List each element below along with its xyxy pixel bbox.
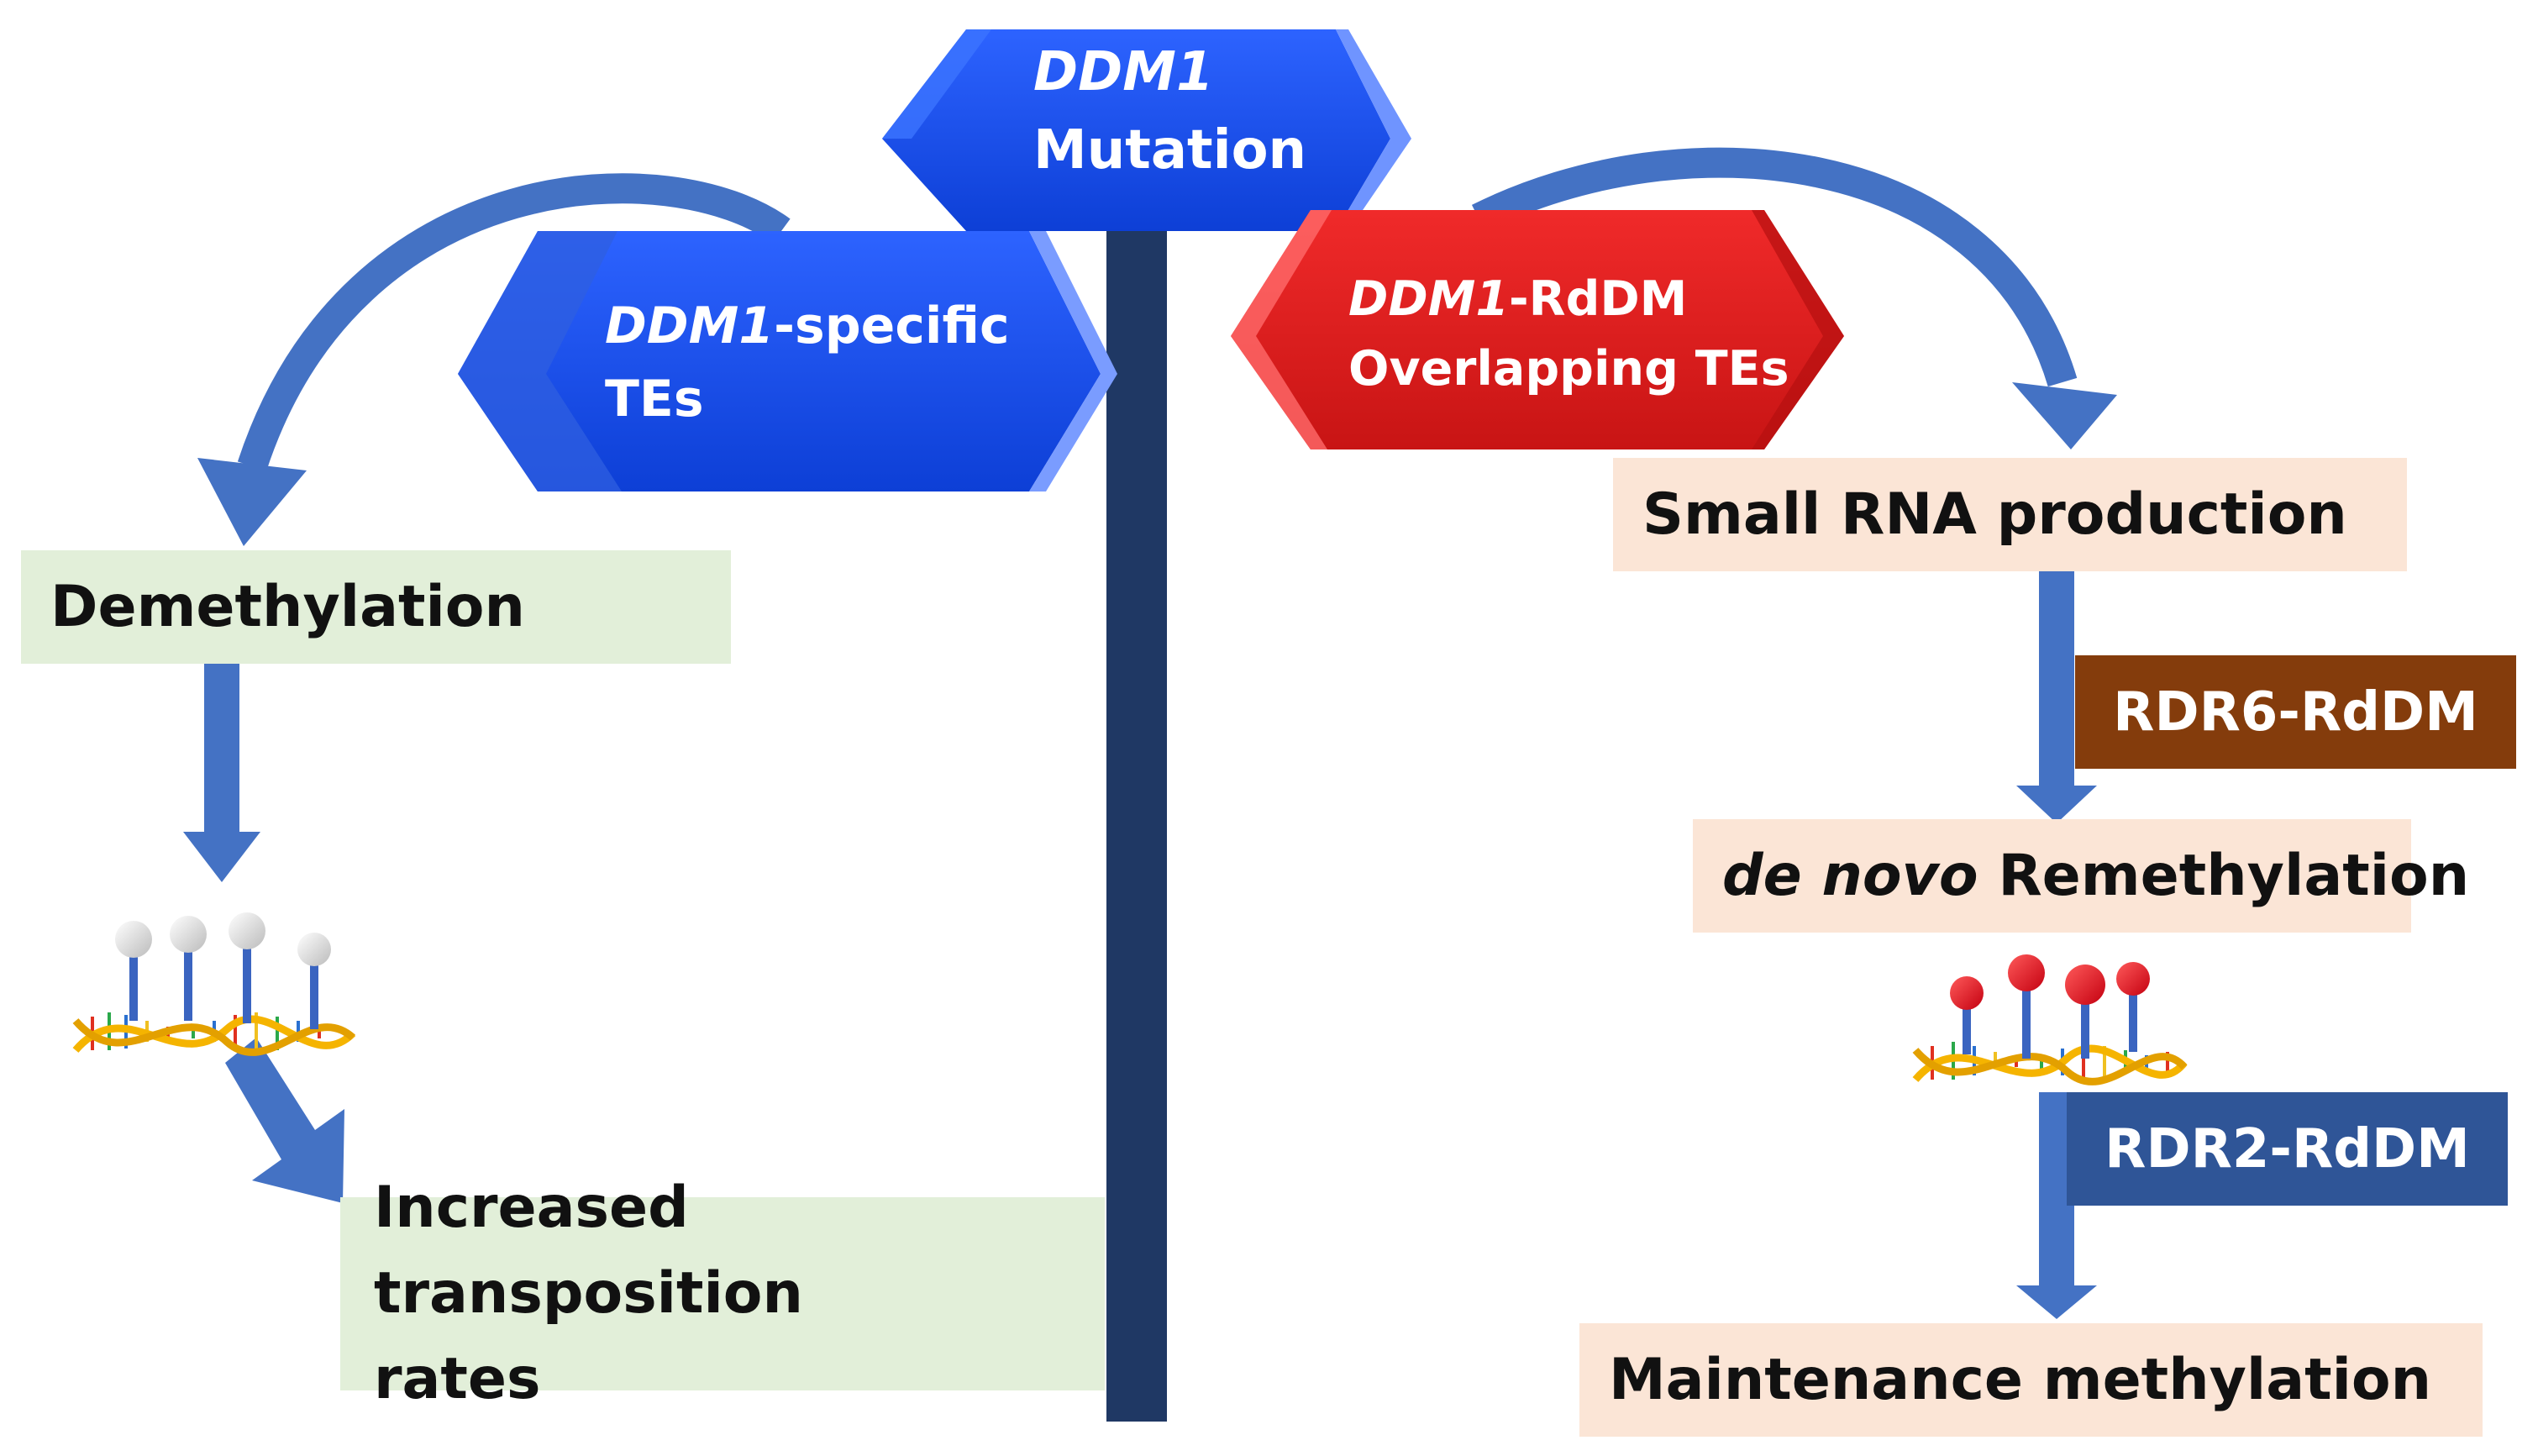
curved-arrow-right (1471, 147, 2117, 449)
de-novo-remethylation-box: de novo Remethylation (1693, 819, 2469, 933)
signpost-pole (1106, 220, 1167, 1422)
sign-top-line2: Mutation (1033, 118, 1307, 181)
remethylation-text: Remethylation (1978, 843, 2470, 909)
sign-ddm1-rddm-overlapping-tes (1231, 210, 1844, 449)
rdr6-rddm-tag: RDR6-RdDM (2075, 655, 2516, 769)
sign-right-suffix: -RdDM (1509, 271, 1688, 327)
rdr6-rddm-label: RDR6-RdDM (2113, 681, 2478, 744)
de-novo-remethylation-label: de novo Remethylation (1722, 843, 2469, 909)
increased-transposition-line1: Increased transposition (374, 1175, 803, 1327)
sign-right-label: DDM1-RdDM Overlapping TEs (1348, 265, 1789, 403)
rdr2-rddm-label: RDR2-RdDM (2104, 1117, 2470, 1180)
sign-left-gene: DDM1 (605, 297, 775, 355)
arrow-small-rna-to-remethylation (2016, 571, 2097, 823)
sign-right-gene: DDM1 (1348, 271, 1510, 327)
sign-top-label: DDM1 Mutation (1033, 34, 1306, 190)
sign-right-line2: Overlapping TEs (1348, 340, 1789, 397)
de-novo-italic: de novo (1722, 843, 1978, 909)
sign-top-gene: DDM1 (1033, 41, 1214, 103)
increased-transposition-box: Increased transposition rates (340, 1175, 1105, 1412)
rdr2-rddm-tag: RDR2-RdDM (2067, 1092, 2508, 1206)
sign-ddm1-mutation (882, 29, 1411, 231)
dna-unmethylated-icon (72, 912, 356, 1056)
increased-transposition-line2: rates (374, 1346, 541, 1412)
dna-methylated-icon (1912, 954, 2188, 1085)
arrow-dna-to-increased-transposition (225, 1038, 344, 1203)
sign-ddm1-specific-tes (458, 231, 1117, 491)
demethylation-label: Demethylation (50, 574, 525, 640)
maintenance-methylation-box: Maintenance methylation (1579, 1323, 2483, 1437)
curved-arrow-left (197, 173, 791, 546)
maintenance-methylation-label: Maintenance methylation (1609, 1347, 2432, 1413)
arrow-demethylation-to-dna (183, 660, 260, 882)
sign-left-line2: TEs (605, 370, 704, 428)
demethylation-box: Demethylation (21, 550, 731, 664)
small-rna-production-label: Small RNA production (1642, 481, 2347, 548)
sign-left-label: DDM1-specific TEs (605, 290, 1010, 436)
small-rna-production-box: Small RNA production (1613, 458, 2407, 571)
sign-left-suffix: -specific (774, 297, 1010, 355)
